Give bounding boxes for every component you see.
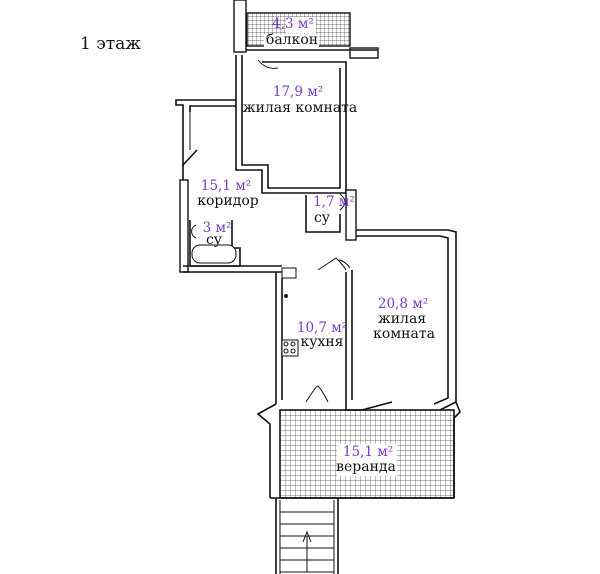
- kitchen-name: кухня: [300, 334, 343, 350]
- stairs: [275, 498, 339, 574]
- balcony-area: 4,3 м²: [272, 16, 314, 32]
- living1-area: 17,9 м²: [273, 84, 323, 100]
- veranda-name: веранда: [336, 459, 396, 475]
- corridor-area: 15,1 м²: [201, 178, 251, 194]
- balcony-name: балкон: [266, 32, 318, 48]
- bath-area: 3 м²: [203, 220, 232, 236]
- apartment-walls: [175, 55, 457, 411]
- wc-small-area: 1,7 м²: [313, 194, 355, 210]
- balcony: [233, 0, 379, 59]
- bath-name: су: [206, 232, 223, 248]
- kitchen-area: 10,7 м²: [297, 320, 347, 336]
- corridor-name: коридор: [197, 193, 259, 209]
- living1-name: жилая комната: [243, 100, 358, 116]
- wc-small-name: су: [314, 210, 331, 226]
- veranda: [256, 400, 461, 499]
- veranda-area: 15,1 м²: [343, 444, 393, 460]
- floor-label: 1 этаж: [80, 34, 141, 54]
- living2-name-line1: жилая: [378, 311, 426, 327]
- living2-area: 20,8 м²: [378, 296, 428, 312]
- living2-name-line2: комната: [373, 326, 435, 342]
